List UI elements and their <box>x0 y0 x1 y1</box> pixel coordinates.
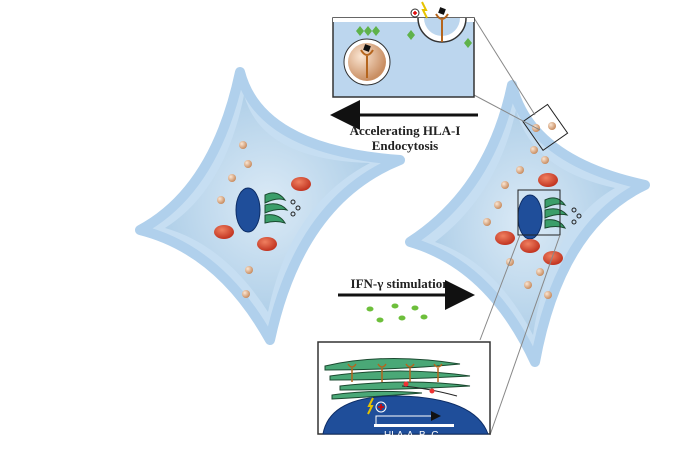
nucleus <box>235 187 261 233</box>
endocytosis-label-line1: Accelerating HLA-I <box>350 123 461 138</box>
nucleus <box>517 194 543 240</box>
endocytosis-label-line2: Endocytosis <box>372 138 438 153</box>
ifn-label: IFN-γ stimulation <box>351 276 451 291</box>
vesicles-red <box>495 173 563 265</box>
resting-cell <box>135 67 405 345</box>
vesicles-tan <box>483 122 556 299</box>
ifn-gamma-particles <box>366 303 428 323</box>
vesicles-red <box>214 177 311 251</box>
vesicles-tan <box>217 141 253 298</box>
hla-genes-label: HLA-A, B, C <box>384 430 438 441</box>
membrane-highlight-box <box>522 103 569 152</box>
golgi <box>264 192 289 224</box>
nucleus-golgi-inset: HLA-A, B, C <box>317 341 491 441</box>
endocytosis-inset <box>332 1 475 98</box>
golgi-highlight-box <box>517 189 561 236</box>
stimulated-cell <box>405 80 650 367</box>
